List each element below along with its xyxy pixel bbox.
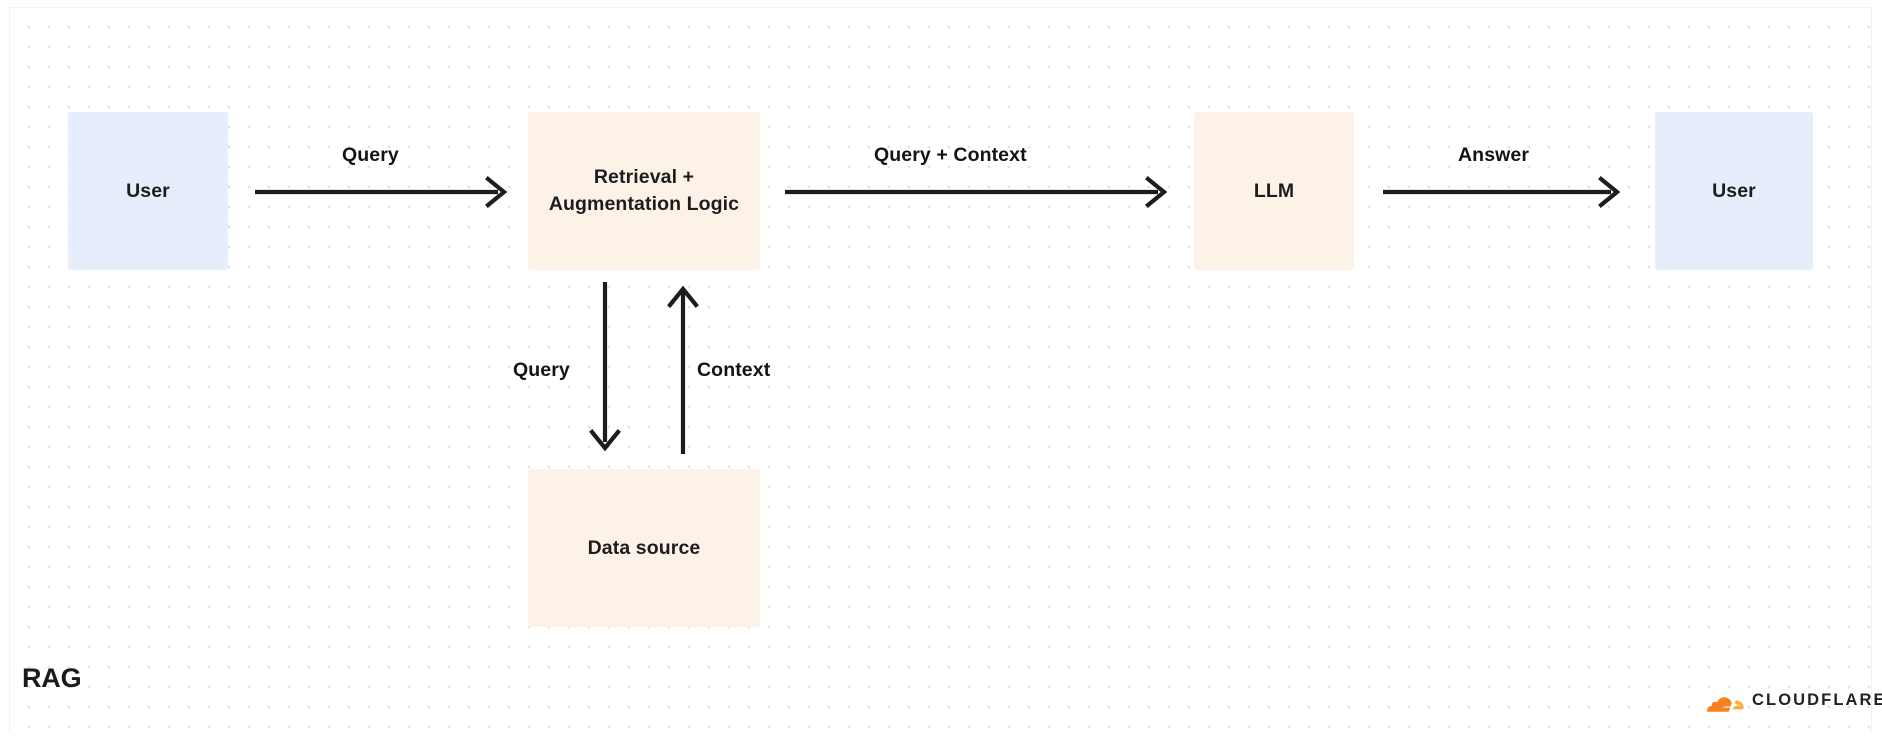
node-llm-label: LLM bbox=[1253, 179, 1295, 202]
node-user-right[interactable]: User bbox=[1655, 112, 1813, 270]
edge-label-query-retrieval-source: Query bbox=[513, 359, 570, 381]
edge-label-query-plus-context: Query + Context bbox=[874, 144, 1027, 166]
edge-label-query-user-retrieval: Query bbox=[342, 144, 399, 166]
dot-grid-background bbox=[10, 8, 1872, 732]
node-retrieval-label: Retrieval + Augmentation Logic bbox=[548, 166, 740, 215]
node-retrieval-augmentation-logic[interactable]: Retrieval + Augmentation Logic bbox=[528, 112, 760, 270]
cloudflare-wordmark: CLOUDFLARE bbox=[1752, 690, 1882, 709]
edge-label-answer: Answer bbox=[1458, 144, 1530, 166]
edge-label-context: Context bbox=[697, 359, 771, 381]
arrow-llm-to-user bbox=[1383, 176, 1621, 208]
node-user-left[interactable]: User bbox=[68, 112, 228, 270]
arrow-retrieval-to-llm bbox=[785, 176, 1168, 208]
node-user-right-label: User bbox=[1712, 179, 1756, 202]
diagram-title: RAG bbox=[22, 663, 82, 693]
arrow-user-to-retrieval bbox=[255, 176, 508, 208]
frame-line-left bbox=[9, 8, 10, 732]
frame-line-top bbox=[9, 7, 1872, 8]
arrow-retrieval-to-data-source bbox=[589, 282, 621, 452]
arrow-data-source-to-retrieval bbox=[667, 285, 699, 454]
node-data-source[interactable]: Data source bbox=[528, 469, 760, 627]
node-data-source-label: Data source bbox=[587, 536, 701, 559]
frame-line-right bbox=[1871, 8, 1872, 732]
cloudflare-cloud-icon bbox=[1707, 697, 1744, 712]
node-llm[interactable]: LLM bbox=[1194, 112, 1354, 270]
node-user-left-label: User bbox=[126, 179, 170, 202]
cloudflare-logo: CLOUDFLARE bbox=[1698, 688, 1882, 712]
